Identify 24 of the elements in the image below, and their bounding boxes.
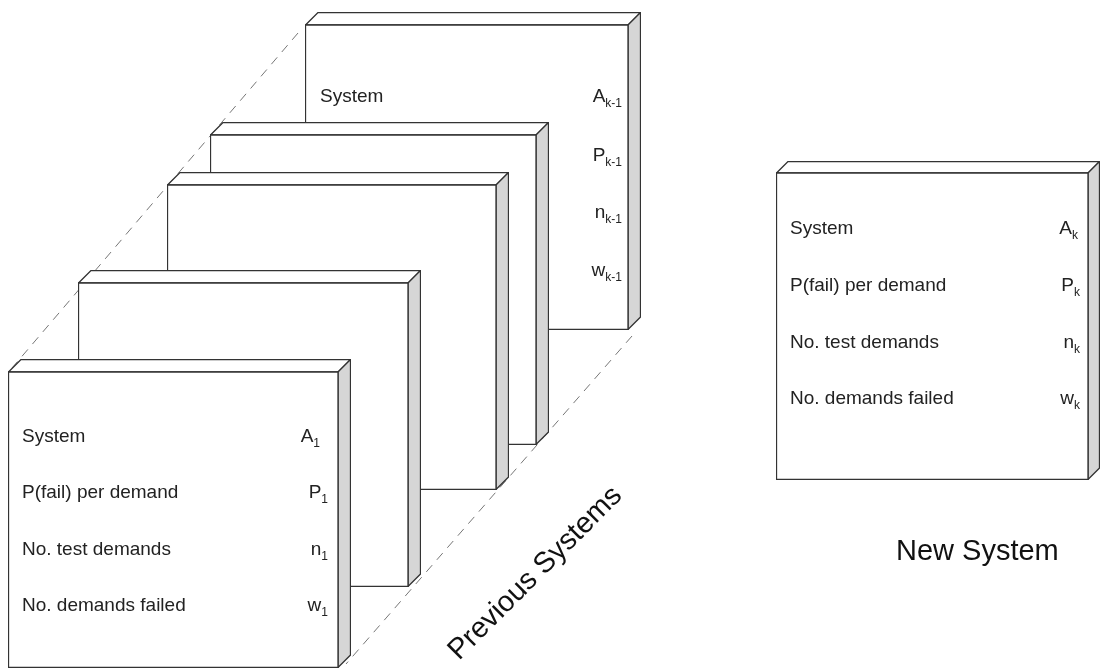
row-label: No. test demands <box>22 537 171 561</box>
node-label: New System <box>896 533 1059 567</box>
system-panel <box>8 359 351 668</box>
variable-symbol: w$_{k}$ <box>1060 386 1080 414</box>
variable-symbol: n$_{1}$ <box>310 537 328 565</box>
variable-symbol: n$_{k-1}$ <box>594 200 622 228</box>
variable-symbol: A$_{k-1}$ <box>592 84 622 112</box>
variable-symbol: n$_{k}$ <box>1063 330 1080 358</box>
variable-symbol: A$_{1}$ <box>300 424 320 452</box>
variable-symbol: A$_{k}$ <box>1059 216 1078 244</box>
row-label: System <box>790 216 854 240</box>
row-label: System <box>22 424 86 448</box>
row-label: P(fail) per demand <box>790 273 947 297</box>
row-label: System <box>320 84 384 108</box>
variable-symbol: P$_{k}$ <box>1061 273 1080 301</box>
row-label: P(fail) per demand <box>22 480 179 504</box>
row-label: No. demands failed <box>22 593 186 617</box>
variable-symbol: w$_{k-1}$ <box>591 258 622 286</box>
variable-symbol: w$_{1}$ <box>307 593 328 621</box>
row-label: No. test demands <box>790 330 939 354</box>
system-panel <box>776 161 1100 480</box>
variable-symbol: P$_{k-1}$ <box>592 143 622 171</box>
variable-symbol: P$_{1}$ <box>308 480 328 508</box>
row-label: No. demands failed <box>790 386 954 410</box>
